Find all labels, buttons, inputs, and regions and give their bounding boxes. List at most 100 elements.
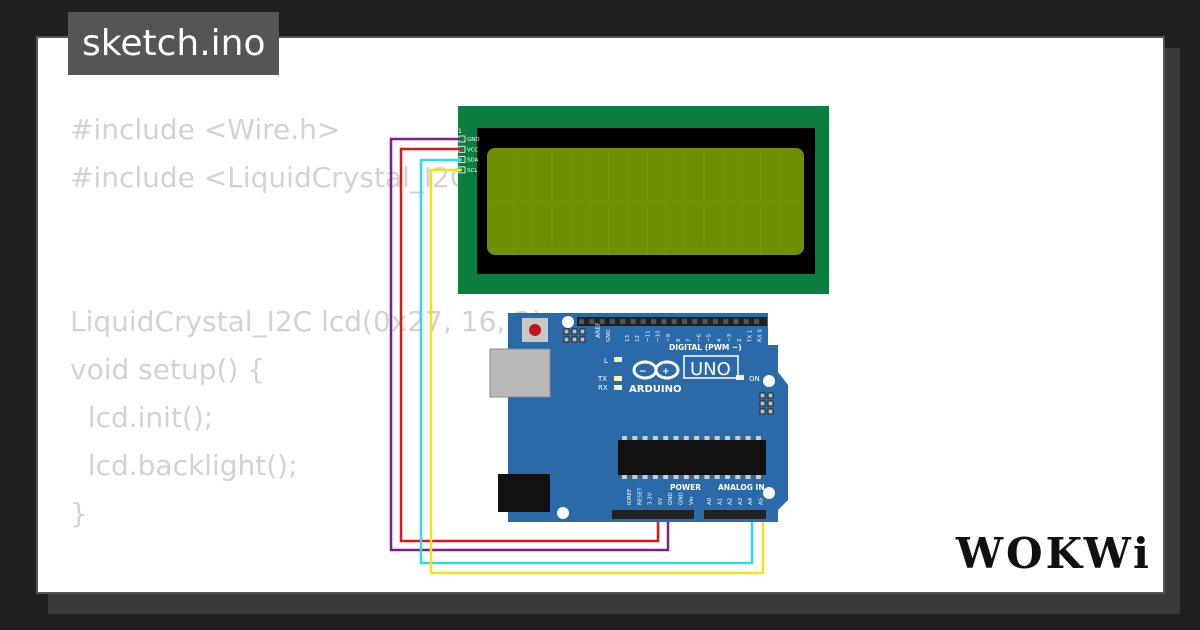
reset-button-cap <box>529 324 541 336</box>
digital-pin-label: 12 <box>635 335 641 342</box>
header-pin <box>563 328 570 335</box>
power-pin-label: IOREF <box>627 489 633 505</box>
gnd-label: GND <box>606 329 612 342</box>
lcd-pin-label: VCC <box>467 147 479 153</box>
analog-header <box>704 510 766 519</box>
arduino-brand: ARDUINO <box>629 384 681 395</box>
logo-plus: + <box>662 367 670 377</box>
header-pin <box>579 336 586 343</box>
power-pin-label: GND <box>668 492 674 505</box>
wire-gnd[interactable] <box>389 137 670 552</box>
chip-pin <box>683 475 689 479</box>
chip-pin <box>632 436 638 440</box>
chip-pin <box>683 436 689 440</box>
icsp-header-2 <box>759 392 774 415</box>
code-line: lcd.backlight(); <box>70 449 298 482</box>
digital-pin-hole <box>620 319 626 324</box>
led-rx-label: RX <box>598 384 608 392</box>
code-line: lcd.init(); <box>70 401 214 434</box>
wire-vcc[interactable] <box>399 147 660 543</box>
chip-pin <box>663 436 669 440</box>
chip-pin <box>735 436 741 440</box>
chip-pin <box>632 475 638 479</box>
digital-pin-label: 8 <box>676 338 682 342</box>
chip-pin <box>673 436 679 440</box>
digital-pin-hole <box>599 319 605 324</box>
digital-pin-hole <box>692 319 698 324</box>
digital-pin-hole <box>712 319 718 324</box>
led-tx-label: TX <box>597 375 607 383</box>
digital-pin-label: ~6 <box>696 333 702 342</box>
mounting-hole <box>557 507 569 519</box>
header-pin <box>767 408 774 415</box>
digital-pin-label: 2 <box>737 339 743 343</box>
header-pin <box>571 328 578 335</box>
logo-minus: − <box>639 367 647 377</box>
chip-pin <box>755 436 761 440</box>
chip-pin <box>694 475 700 479</box>
digital-pin-hole <box>702 319 708 324</box>
chip-pin <box>652 436 658 440</box>
chip-pin <box>745 436 751 440</box>
code-line: #include <Wire.h> <box>70 113 341 146</box>
led-rx <box>614 385 622 390</box>
digital-pin-hole <box>743 319 749 324</box>
lcd-character-grid <box>491 152 800 250</box>
mounting-hole <box>562 316 574 328</box>
digital-pin-label: TX 1 <box>747 330 753 343</box>
led-l <box>614 357 622 362</box>
led-tx <box>614 376 622 381</box>
chip-pin <box>694 436 700 440</box>
digital-pin-label: 7 <box>686 338 692 342</box>
lcd-pin-label: GND <box>467 137 480 143</box>
chip-pin <box>725 475 730 479</box>
digital-pin-label: ~10 <box>656 330 662 342</box>
mounting-hole <box>763 375 775 387</box>
digital-pin-label: ~5 <box>707 333 713 342</box>
digital-pin-hole <box>630 319 636 324</box>
power-pin-label: RESET <box>637 487 643 505</box>
wire-scl[interactable] <box>429 168 765 575</box>
led-l-label: L <box>604 357 608 365</box>
power-header <box>612 510 694 519</box>
chip-pin <box>704 436 710 440</box>
uno-box <box>683 355 739 379</box>
icsp-header <box>563 328 586 343</box>
analog-label: ANALOG IN <box>718 483 765 492</box>
power-pin-label: Vin <box>689 496 695 505</box>
digital-pin-hole <box>723 319 729 324</box>
wire-sda[interactable] <box>419 158 754 565</box>
digital-pin-label: RX 0 <box>758 329 764 342</box>
header-pin <box>767 400 774 407</box>
header-pin <box>579 328 586 335</box>
analog-pin-label: A4 <box>748 497 754 505</box>
chip-pin <box>755 475 761 479</box>
digital-pin-hole <box>733 319 739 324</box>
chip-pin <box>714 436 720 440</box>
aref-label: AREF <box>595 322 602 338</box>
digital-pin-label: ~11 <box>645 330 651 342</box>
chip-pin <box>714 475 720 479</box>
power-pin-label: 5V <box>658 498 664 505</box>
analog-pin-label: A1 <box>717 498 723 505</box>
header-pin <box>759 408 766 415</box>
chip-pin <box>673 475 679 479</box>
chip-pin <box>622 436 627 440</box>
file-tab[interactable]: sketch.ino <box>68 12 280 75</box>
analog-pin-label: A0 <box>707 497 713 505</box>
code-line: } <box>70 497 88 530</box>
digital-pin-hole <box>682 319 687 324</box>
chip-pins <box>622 436 761 479</box>
power-label: POWER <box>670 483 701 492</box>
led-on-label: ON <box>749 375 760 383</box>
digital-pin-label: 13 <box>625 335 631 342</box>
analog-pin-label: A3 <box>738 497 744 505</box>
arduino-model: UNO <box>690 359 731 380</box>
power-pin-label: GND <box>679 492 685 505</box>
wokwi-logo: WOKWi <box>955 529 1152 578</box>
digital-label: DIGITAL (PWM ~) <box>669 343 742 352</box>
header-pin <box>759 400 766 407</box>
chip-pin <box>663 475 669 479</box>
